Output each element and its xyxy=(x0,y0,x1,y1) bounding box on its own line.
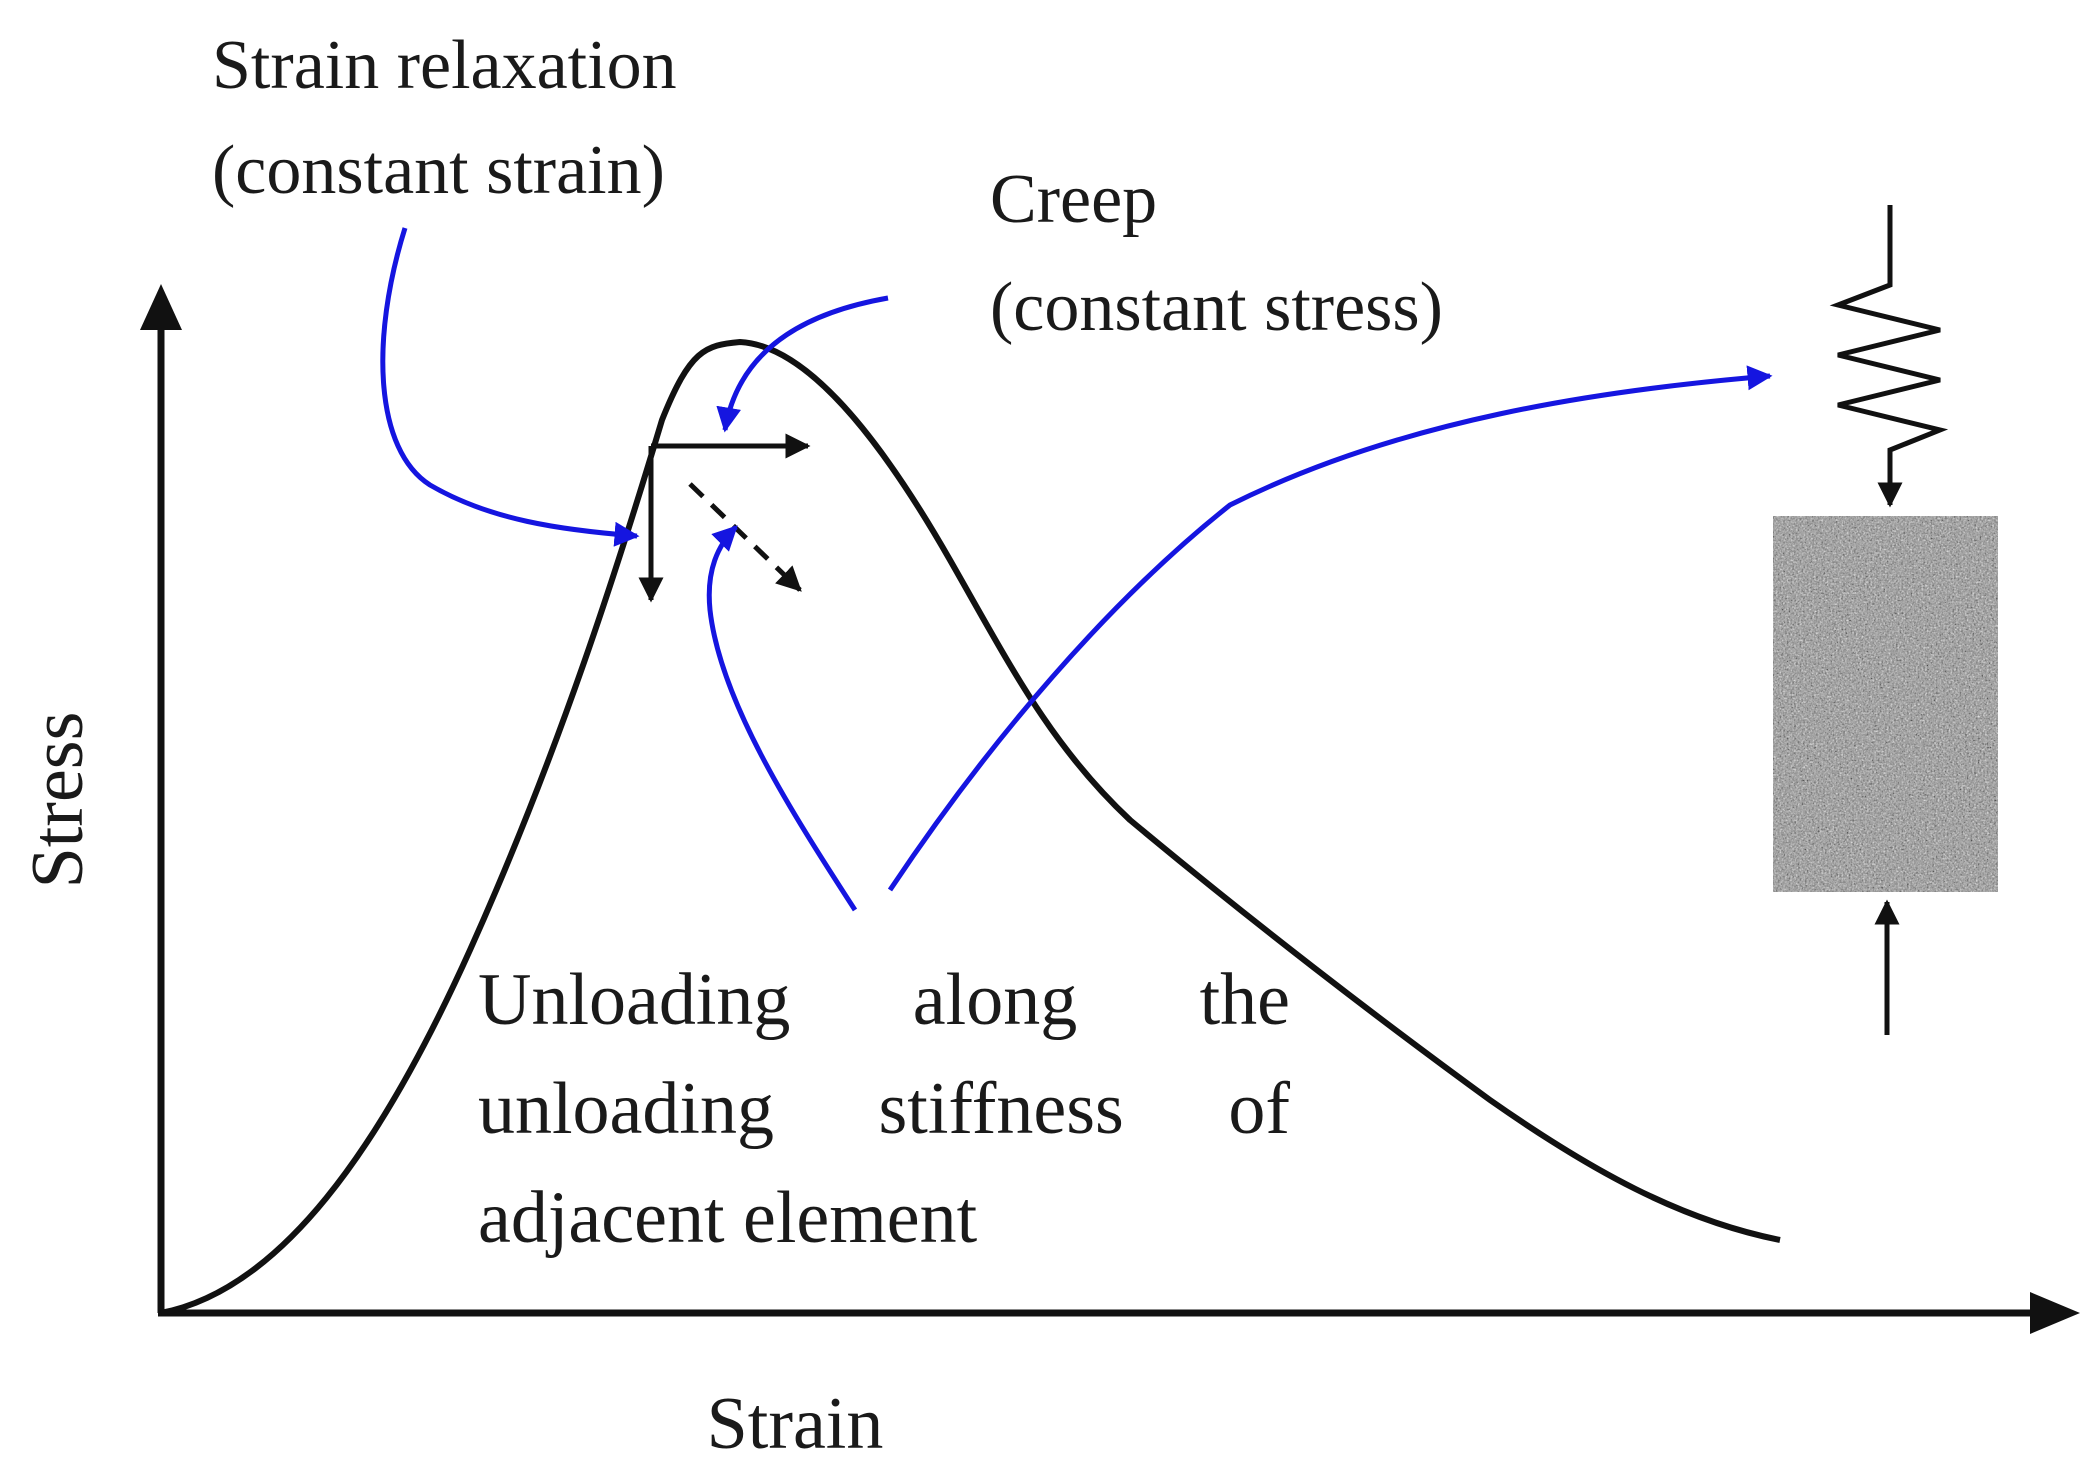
unloading-pointer-right xyxy=(887,365,1773,892)
unloading-line-1: Unloading along the xyxy=(478,959,1290,1041)
strain-relaxation-sublabel: (constant strain) xyxy=(212,132,665,209)
unloading-line-2: unloading stiffness of xyxy=(478,1068,1290,1150)
annotation-arrows xyxy=(380,227,1773,912)
strain-relaxation-label: Strain relaxation xyxy=(212,27,677,104)
stress-strain-curve xyxy=(160,338,1781,1316)
spring-icon xyxy=(1829,205,1949,480)
x-axis-label: Strain xyxy=(707,1383,884,1465)
adjacent-element-model xyxy=(1773,205,1998,1035)
unloading-line-3: adjacent element xyxy=(478,1177,978,1259)
x-axis-arrowhead xyxy=(2030,1292,2080,1334)
unloading-direction-arrow xyxy=(688,482,802,592)
strain-relaxation-pointer xyxy=(380,227,640,547)
creep-pointer xyxy=(716,295,889,433)
creep-label: Creep xyxy=(990,161,1157,238)
state-arrows xyxy=(638,433,811,603)
creep-sublabel: (constant stress) xyxy=(990,269,1443,346)
unloading-description: Unloading along the unloading stiffness … xyxy=(478,946,1290,1273)
axes xyxy=(140,284,2080,1334)
unloading-pointer-left xyxy=(706,525,858,912)
y-axis-arrowhead xyxy=(140,284,182,330)
specimen-texture xyxy=(1773,516,1998,892)
y-axis-label: Stress xyxy=(17,712,99,889)
